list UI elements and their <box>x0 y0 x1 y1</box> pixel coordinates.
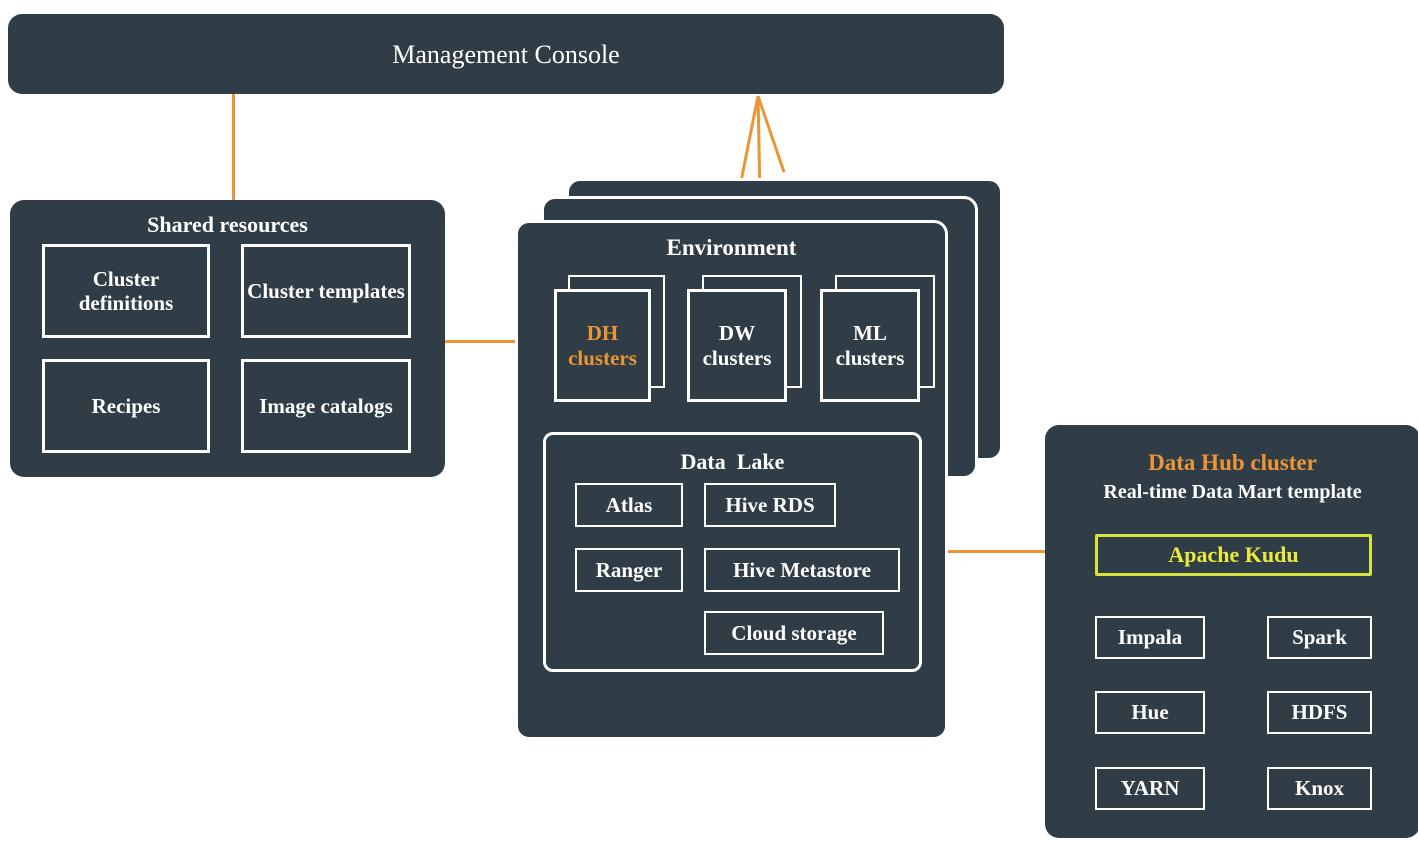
ml-clusters-card[interactable]: ML clusters <box>820 289 920 402</box>
shared-resource-cluster-templates[interactable]: Cluster templates <box>241 244 411 338</box>
data-lake-item-label: Hive RDS <box>725 492 815 517</box>
shared-resource-cluster-definitions[interactable]: Cluster definitions <box>42 244 210 338</box>
shared-resource-label: Recipes <box>91 393 161 418</box>
dw-clusters-label: DW clusters <box>702 321 772 370</box>
service-box-hue[interactable]: Hue <box>1095 691 1205 734</box>
service-box-impala[interactable]: Impala <box>1095 616 1205 659</box>
data-lake-item-ranger[interactable]: Ranger <box>575 548 683 592</box>
service-box-yarn[interactable]: YARN <box>1095 767 1205 810</box>
data-hub-cluster-subtitle: Real-time Data Mart template <box>1103 481 1362 503</box>
environment-panel[interactable]: Environment DH clusters DW clusters ML c… <box>515 220 948 740</box>
service-label: YARN <box>1120 776 1180 801</box>
service-box-knox[interactable]: Knox <box>1267 767 1372 810</box>
service-label: Knox <box>1294 776 1344 801</box>
shared-resource-recipes[interactable]: Recipes <box>42 359 210 453</box>
data-lake-item-label: Cloud storage <box>731 620 857 645</box>
shared-resource-label: Cluster templates <box>247 278 405 303</box>
service-box-spark[interactable]: Spark <box>1267 616 1372 659</box>
ml-clusters-label: ML clusters <box>835 321 905 370</box>
dw-clusters-card[interactable]: DW clusters <box>687 289 787 402</box>
shared-resources-panel[interactable]: Shared resources Cluster definitions Clu… <box>10 200 445 477</box>
datalake-to-kudu-line <box>916 550 1098 553</box>
data-lake-title: Data Lake <box>680 449 785 474</box>
data-lake-panel[interactable]: Data Lake Atlas Hive RDS Ranger Hive Met… <box>543 432 922 672</box>
shared-resource-label: Image catalogs <box>259 393 393 418</box>
console-to-shared-resources-line <box>232 94 235 201</box>
management-console-label: Management Console <box>392 40 620 69</box>
shared-resources-title: Shared resources <box>147 212 308 237</box>
apache-kudu-box[interactable]: Apache Kudu <box>1095 534 1372 576</box>
service-label: Hue <box>1131 700 1169 725</box>
apache-kudu-label: Apache Kudu <box>1168 542 1299 568</box>
data-lake-item-label: Ranger <box>595 557 663 582</box>
service-label: Impala <box>1117 625 1183 650</box>
data-hub-cluster-title: Data Hub cluster <box>1148 450 1317 475</box>
data-hub-cluster-panel[interactable]: Data Hub cluster Real-time Data Mart tem… <box>1045 425 1418 838</box>
environment-title: Environment <box>666 235 797 260</box>
data-lake-item-label: Atlas <box>605 492 653 517</box>
service-box-hdfs[interactable]: HDFS <box>1267 691 1372 734</box>
data-lake-item-hive-metastore[interactable]: Hive Metastore <box>704 548 900 592</box>
service-label: HDFS <box>1291 700 1348 725</box>
dh-clusters-label: DH clusters <box>568 321 637 370</box>
data-lake-item-label: Hive Metastore <box>733 557 871 582</box>
data-lake-item-cloud-storage[interactable]: Cloud storage <box>704 611 884 655</box>
data-lake-item-atlas[interactable]: Atlas <box>575 483 683 527</box>
data-lake-item-hive-rds[interactable]: Hive RDS <box>704 483 836 527</box>
shared-resource-image-catalogs[interactable]: Image catalogs <box>241 359 411 453</box>
shared-resource-label: Cluster definitions <box>78 266 174 315</box>
service-label: Spark <box>1292 625 1347 650</box>
shared-resources-to-dh-line <box>444 340 544 343</box>
management-console-panel[interactable]: Management Console <box>8 14 1004 94</box>
dh-clusters-card[interactable]: DH clusters <box>554 289 651 402</box>
